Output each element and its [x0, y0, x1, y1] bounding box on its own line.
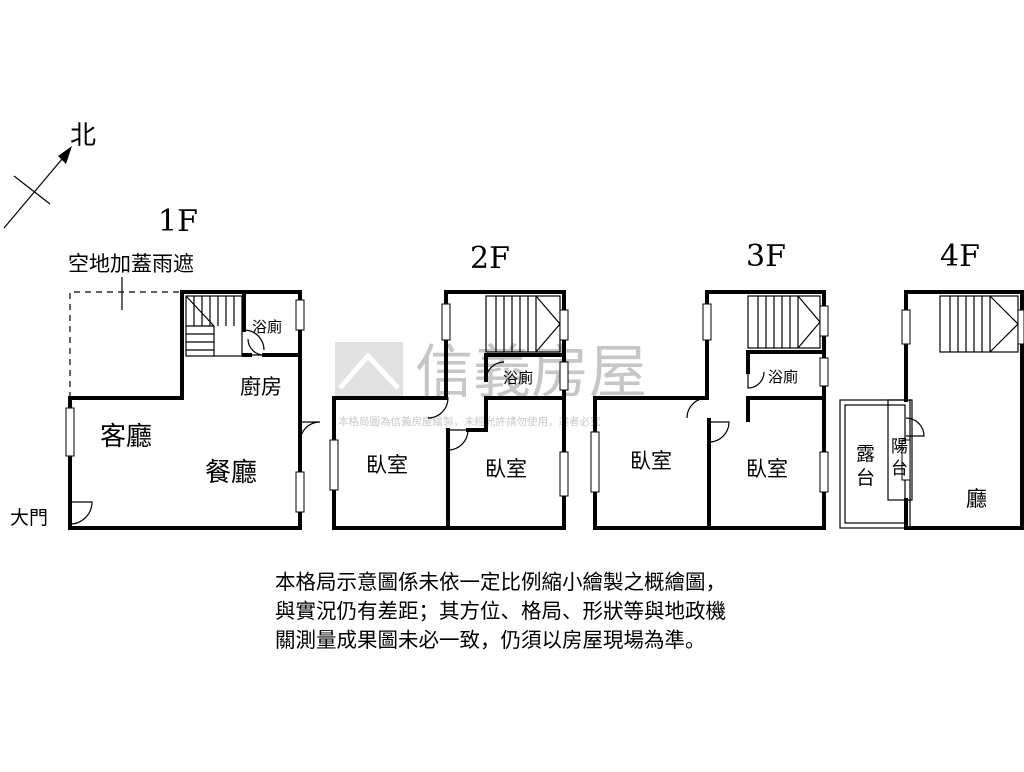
- compass: 北: [3, 121, 96, 229]
- watermark-logo-icon: [335, 342, 403, 398]
- window: [295, 471, 305, 513]
- window: [901, 439, 911, 481]
- bedroom-door-icon: [708, 421, 730, 443]
- bath-door-icon: [747, 371, 765, 389]
- stairs-4f: [939, 295, 1019, 353]
- floor-3f-label: 3F: [746, 239, 786, 274]
- window: [819, 357, 829, 387]
- room-4f-balcony-1: 陽: [891, 437, 908, 457]
- bedroom-door-icon: [447, 429, 469, 451]
- window: [65, 407, 75, 457]
- room-2f-bath: 浴廁: [503, 369, 533, 387]
- window: [901, 309, 911, 345]
- window: [559, 451, 569, 497]
- stairs-1f: [185, 295, 243, 357]
- bedroom-door-icon: [427, 397, 449, 419]
- room-1f-dining: 餐廳: [205, 458, 257, 488]
- stairs-3f: [747, 295, 821, 349]
- floor-1f-label: 1F: [158, 204, 198, 239]
- floor-2f-label: 2F: [470, 241, 510, 276]
- window: [559, 361, 569, 391]
- entrance-door-icon: [69, 501, 93, 525]
- north-arrow-icon: [58, 146, 72, 164]
- room-4f-hall: 廳: [966, 487, 987, 511]
- watermark-notice: 本格局圖為信義房屋繪製，未經允許請勿使用，違者必究: [338, 415, 601, 428]
- floor-1f-outline: [68, 290, 302, 530]
- room-4f-terrace-1: 露: [856, 443, 875, 465]
- window: [819, 451, 829, 493]
- bath-door-icon: [485, 361, 505, 381]
- floor-4f-label: 4F: [940, 239, 980, 274]
- disclaimer-line: 與實況仍有差距；其方位、格局、形狀等與地政機: [275, 599, 726, 623]
- floor-3f: 3F 浴廁 臥室 臥室: [590, 239, 829, 530]
- window: [1017, 309, 1024, 345]
- room-3f-bath: 浴廁: [768, 368, 798, 386]
- stairs-2f: [485, 295, 561, 353]
- room-4f-terrace-2: 台: [856, 467, 875, 489]
- balcony-door-icon: [905, 417, 925, 437]
- floor-4f: 4F 露 台 陽 台 廳: [839, 239, 1024, 530]
- window: [441, 303, 451, 341]
- floor-2f: 2F 浴廁 臥室 臥室: [329, 241, 569, 530]
- canopy-outline: [69, 291, 182, 398]
- window: [295, 299, 305, 331]
- watermark: 信義房屋 本格局圖為信義房屋繪製，未經允許請勿使用，違者必究: [335, 338, 647, 428]
- floor-1f-annotation: 空地加蓋雨遮: [68, 252, 194, 276]
- floor-1f: 1F 空地加蓋雨遮 浴廁 廚房 客廳 餐廳: [10, 204, 321, 530]
- room-4f-balcony-2: 台: [891, 459, 908, 479]
- bath-door-icon: [247, 338, 265, 356]
- floor-4f-outline: [904, 290, 1024, 530]
- window: [559, 309, 569, 341]
- room-2f-bedroom-right: 臥室: [485, 457, 527, 481]
- floor-3f-outline: [593, 290, 826, 530]
- watermark-logo-roof-icon: [338, 352, 400, 390]
- kitchen-door-icon: [299, 421, 321, 443]
- compass-cross: [13, 175, 51, 205]
- compass-north-label: 北: [70, 121, 96, 151]
- room-3f-bedroom-left: 臥室: [630, 449, 672, 473]
- window: [590, 431, 600, 493]
- watermark-brand: 信義房屋: [415, 338, 647, 406]
- room-1f-entrance: 大門: [10, 507, 48, 529]
- disclaimer-line: 本格局示意圖係未依一定比例縮小繪製之概繪圖，: [275, 570, 726, 594]
- window: [329, 439, 339, 491]
- bedroom-door-icon: [686, 397, 708, 419]
- room-3f-bedroom-right: 臥室: [746, 457, 788, 481]
- room-2f-bedroom-left: 臥室: [366, 453, 408, 477]
- window: [702, 303, 712, 341]
- disclaimer-line: 關測量成果圖未必一致，仍須以房屋現場為準。: [275, 628, 706, 652]
- window: [819, 305, 829, 337]
- balcony: [887, 399, 913, 501]
- room-1f-bath: 浴廁: [252, 318, 282, 336]
- room-1f-kitchen: 廚房: [240, 375, 282, 399]
- disclaimer: 本格局示意圖係未依一定比例縮小繪製之概繪圖， 與實況仍有差距；其方位、格局、形狀…: [275, 568, 835, 655]
- floor-2f-outline: [332, 290, 566, 530]
- compass-axis: [3, 151, 69, 229]
- room-1f-living: 客廳: [100, 422, 152, 452]
